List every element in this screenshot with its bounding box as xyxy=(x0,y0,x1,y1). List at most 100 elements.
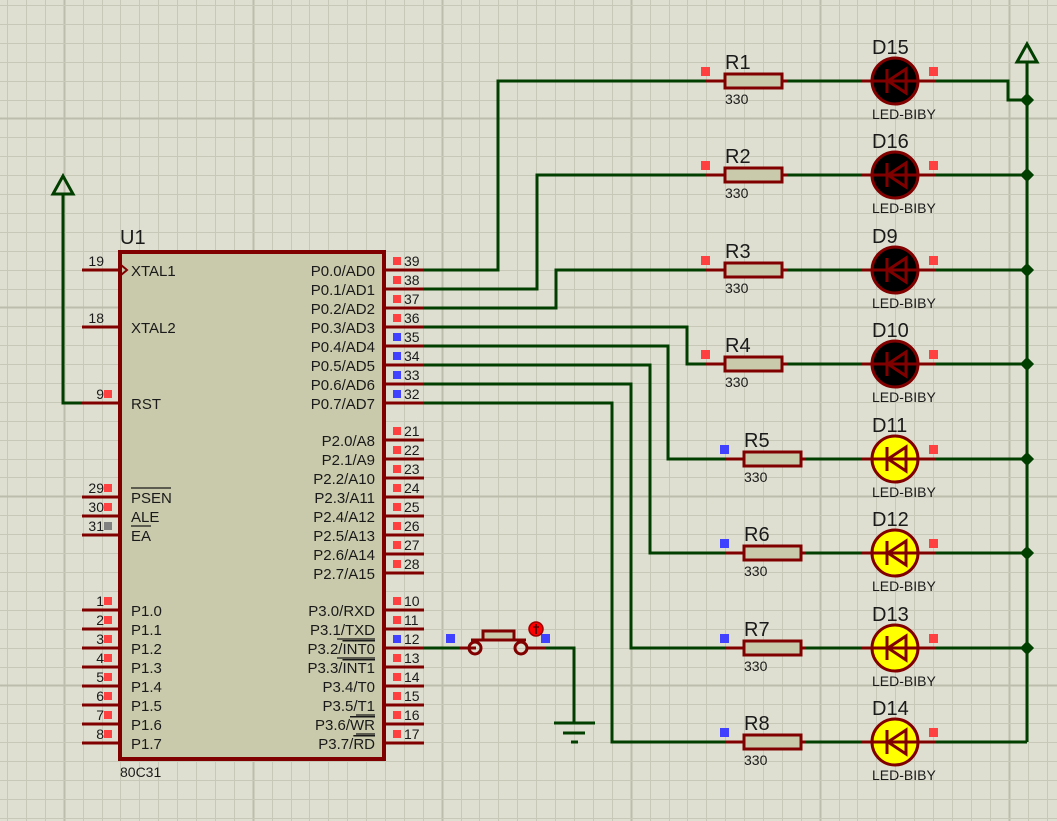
pin-label-prefix: P3.2/ xyxy=(307,641,343,658)
led-ref: D9 xyxy=(872,226,898,248)
button-cap[interactable] xyxy=(481,629,516,642)
pin-3[interactable]: 3P1.2 xyxy=(82,631,162,658)
pin-state-indicator xyxy=(929,539,938,548)
pin-label: EA xyxy=(131,528,151,545)
pin-2[interactable]: 2P1.1 xyxy=(82,612,162,639)
resistor-body[interactable] xyxy=(742,544,803,562)
push-button[interactable] xyxy=(446,621,550,656)
pin-state-indicator xyxy=(393,314,401,322)
junction-dot xyxy=(1019,167,1035,183)
pin-number: 26 xyxy=(404,518,420,534)
pin-8[interactable]: 8P1.7 xyxy=(82,726,162,753)
pin-label: P1.1 xyxy=(131,622,162,639)
resistor-value: 330 xyxy=(744,752,768,768)
pin-number: 25 xyxy=(404,499,420,515)
resistor-body[interactable] xyxy=(723,355,784,373)
pin-1[interactable]: 1P1.0 xyxy=(82,593,162,620)
resistor-body[interactable] xyxy=(742,639,803,657)
resistor-ref: R5 xyxy=(744,430,770,452)
mcu-body[interactable] xyxy=(118,250,386,761)
resistor-body[interactable] xyxy=(723,72,784,90)
pin-label: P0.3/AD3 xyxy=(311,320,375,337)
pin-6[interactable]: 6P1.5 xyxy=(82,688,162,715)
pin-number: 11 xyxy=(404,612,419,628)
pin-number: 5 xyxy=(96,669,104,685)
resistor-value: 330 xyxy=(744,563,768,579)
resistor-r5[interactable]: R5 330 xyxy=(720,430,806,485)
power-terminal-rst xyxy=(50,172,76,196)
resistor-r8[interactable]: R8 330 xyxy=(720,713,806,768)
pin-number: 35 xyxy=(404,329,420,345)
resistor-body[interactable] xyxy=(742,450,803,468)
mcu-u1[interactable]: U180C3119XTAL118XTAL29RST29PSEN30ALE31EA… xyxy=(82,227,424,780)
pin-label: P0.7/AD7 xyxy=(311,396,375,413)
pin-label-prefix: P3.6/ xyxy=(315,717,351,734)
pin-label: P3.4/T0 xyxy=(322,679,375,696)
resistor-value: 330 xyxy=(744,469,768,485)
clock-icon xyxy=(120,264,129,276)
pin-4[interactable]: 4P1.3 xyxy=(82,650,162,677)
pin-7[interactable]: 7P1.6 xyxy=(82,707,162,734)
resistor-body[interactable] xyxy=(723,261,784,279)
pin-state-indicator xyxy=(720,539,729,548)
pin-state-indicator xyxy=(393,692,401,700)
resistor-body[interactable] xyxy=(723,166,784,184)
resistor-ref: R2 xyxy=(725,146,751,168)
pin-5[interactable]: 5P1.4 xyxy=(82,669,162,696)
pin-state-indicator xyxy=(104,484,112,492)
resistor-body[interactable] xyxy=(742,733,803,751)
pin-state-indicator xyxy=(104,597,112,605)
pin-state-indicator xyxy=(393,673,401,681)
pin-label-overlined: INT1 xyxy=(342,660,375,677)
probe-icon[interactable] xyxy=(528,621,544,637)
resistor-ref: R8 xyxy=(744,713,770,735)
junction-dot xyxy=(1019,92,1035,108)
